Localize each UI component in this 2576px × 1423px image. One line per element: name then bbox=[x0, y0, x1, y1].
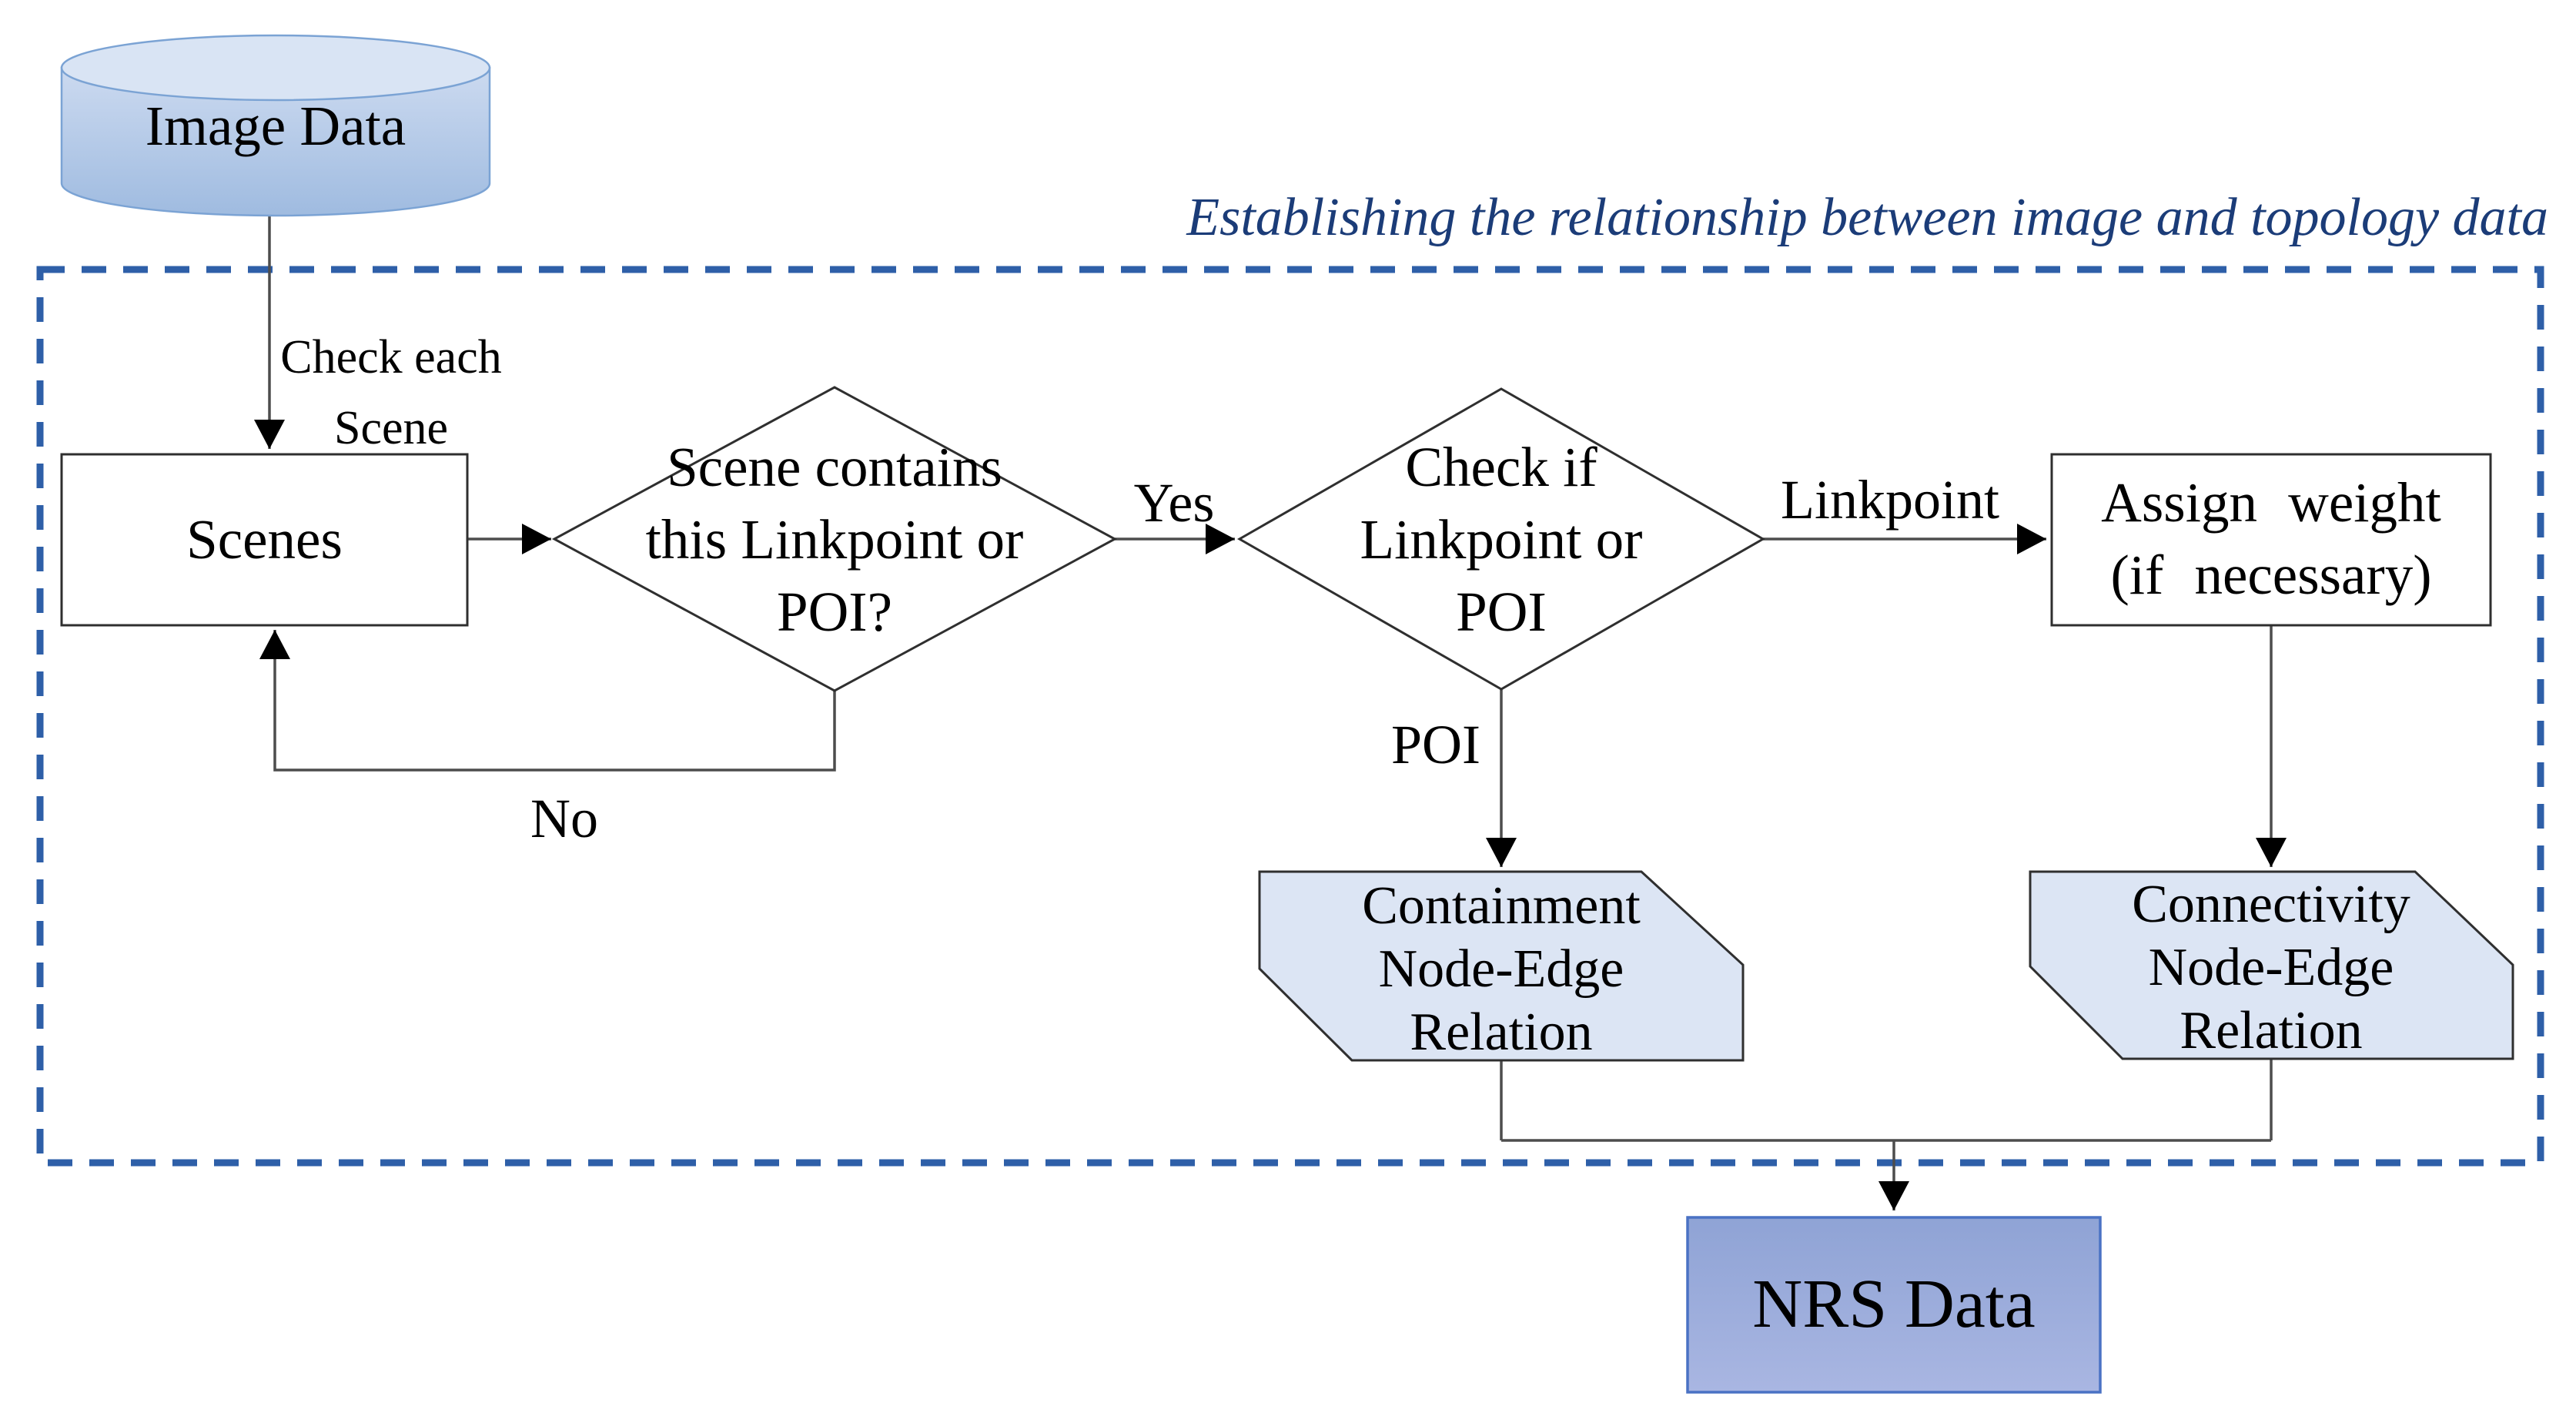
decision1-label: Scene contains this Linkpoint or POI? bbox=[645, 436, 1024, 643]
decision2-diamond bbox=[1236, 387, 1766, 691]
image-data-label: Image Data bbox=[145, 95, 406, 157]
scenes-label: Scenes bbox=[186, 508, 343, 571]
edge-label-yes: Yes bbox=[1133, 472, 1215, 534]
edge-label-poi: POI bbox=[1390, 714, 1480, 775]
connectivity-relation-shape bbox=[2029, 870, 2514, 1060]
containment-relation-label: Containment Node-Edge Relation bbox=[1362, 876, 1641, 1062]
nrs-data-box bbox=[1686, 1216, 2102, 1394]
nrs-data-label: NRS Data bbox=[1752, 1266, 2036, 1343]
edge-decision1-no-loop-to-scenes bbox=[259, 630, 836, 772]
cylinder-top-face bbox=[60, 34, 491, 102]
containment-relation-shape bbox=[1258, 870, 1745, 1062]
scenes-box bbox=[60, 453, 469, 627]
decision1-diamond bbox=[551, 386, 1118, 692]
assign-weight-label: Assign weight (if necessary) bbox=[2101, 471, 2441, 606]
figure-title: Establishing the relationship between im… bbox=[1186, 188, 2548, 247]
edge-label-no: No bbox=[530, 788, 598, 849]
edge-label-check-each-scene: Check each Scene bbox=[280, 331, 502, 454]
image-data-cylinder bbox=[60, 34, 491, 217]
decision2-label: Check if Linkpoint or POI bbox=[1360, 436, 1643, 643]
cylinder-body bbox=[60, 66, 491, 217]
dashed-group-border bbox=[36, 266, 2544, 1167]
edge-label-linkpoint: Linkpoint bbox=[1781, 469, 1999, 531]
assign-weight-box bbox=[2050, 453, 2492, 627]
connectivity-relation-label: Connectivity Node-Edge Relation bbox=[2132, 875, 2410, 1060]
